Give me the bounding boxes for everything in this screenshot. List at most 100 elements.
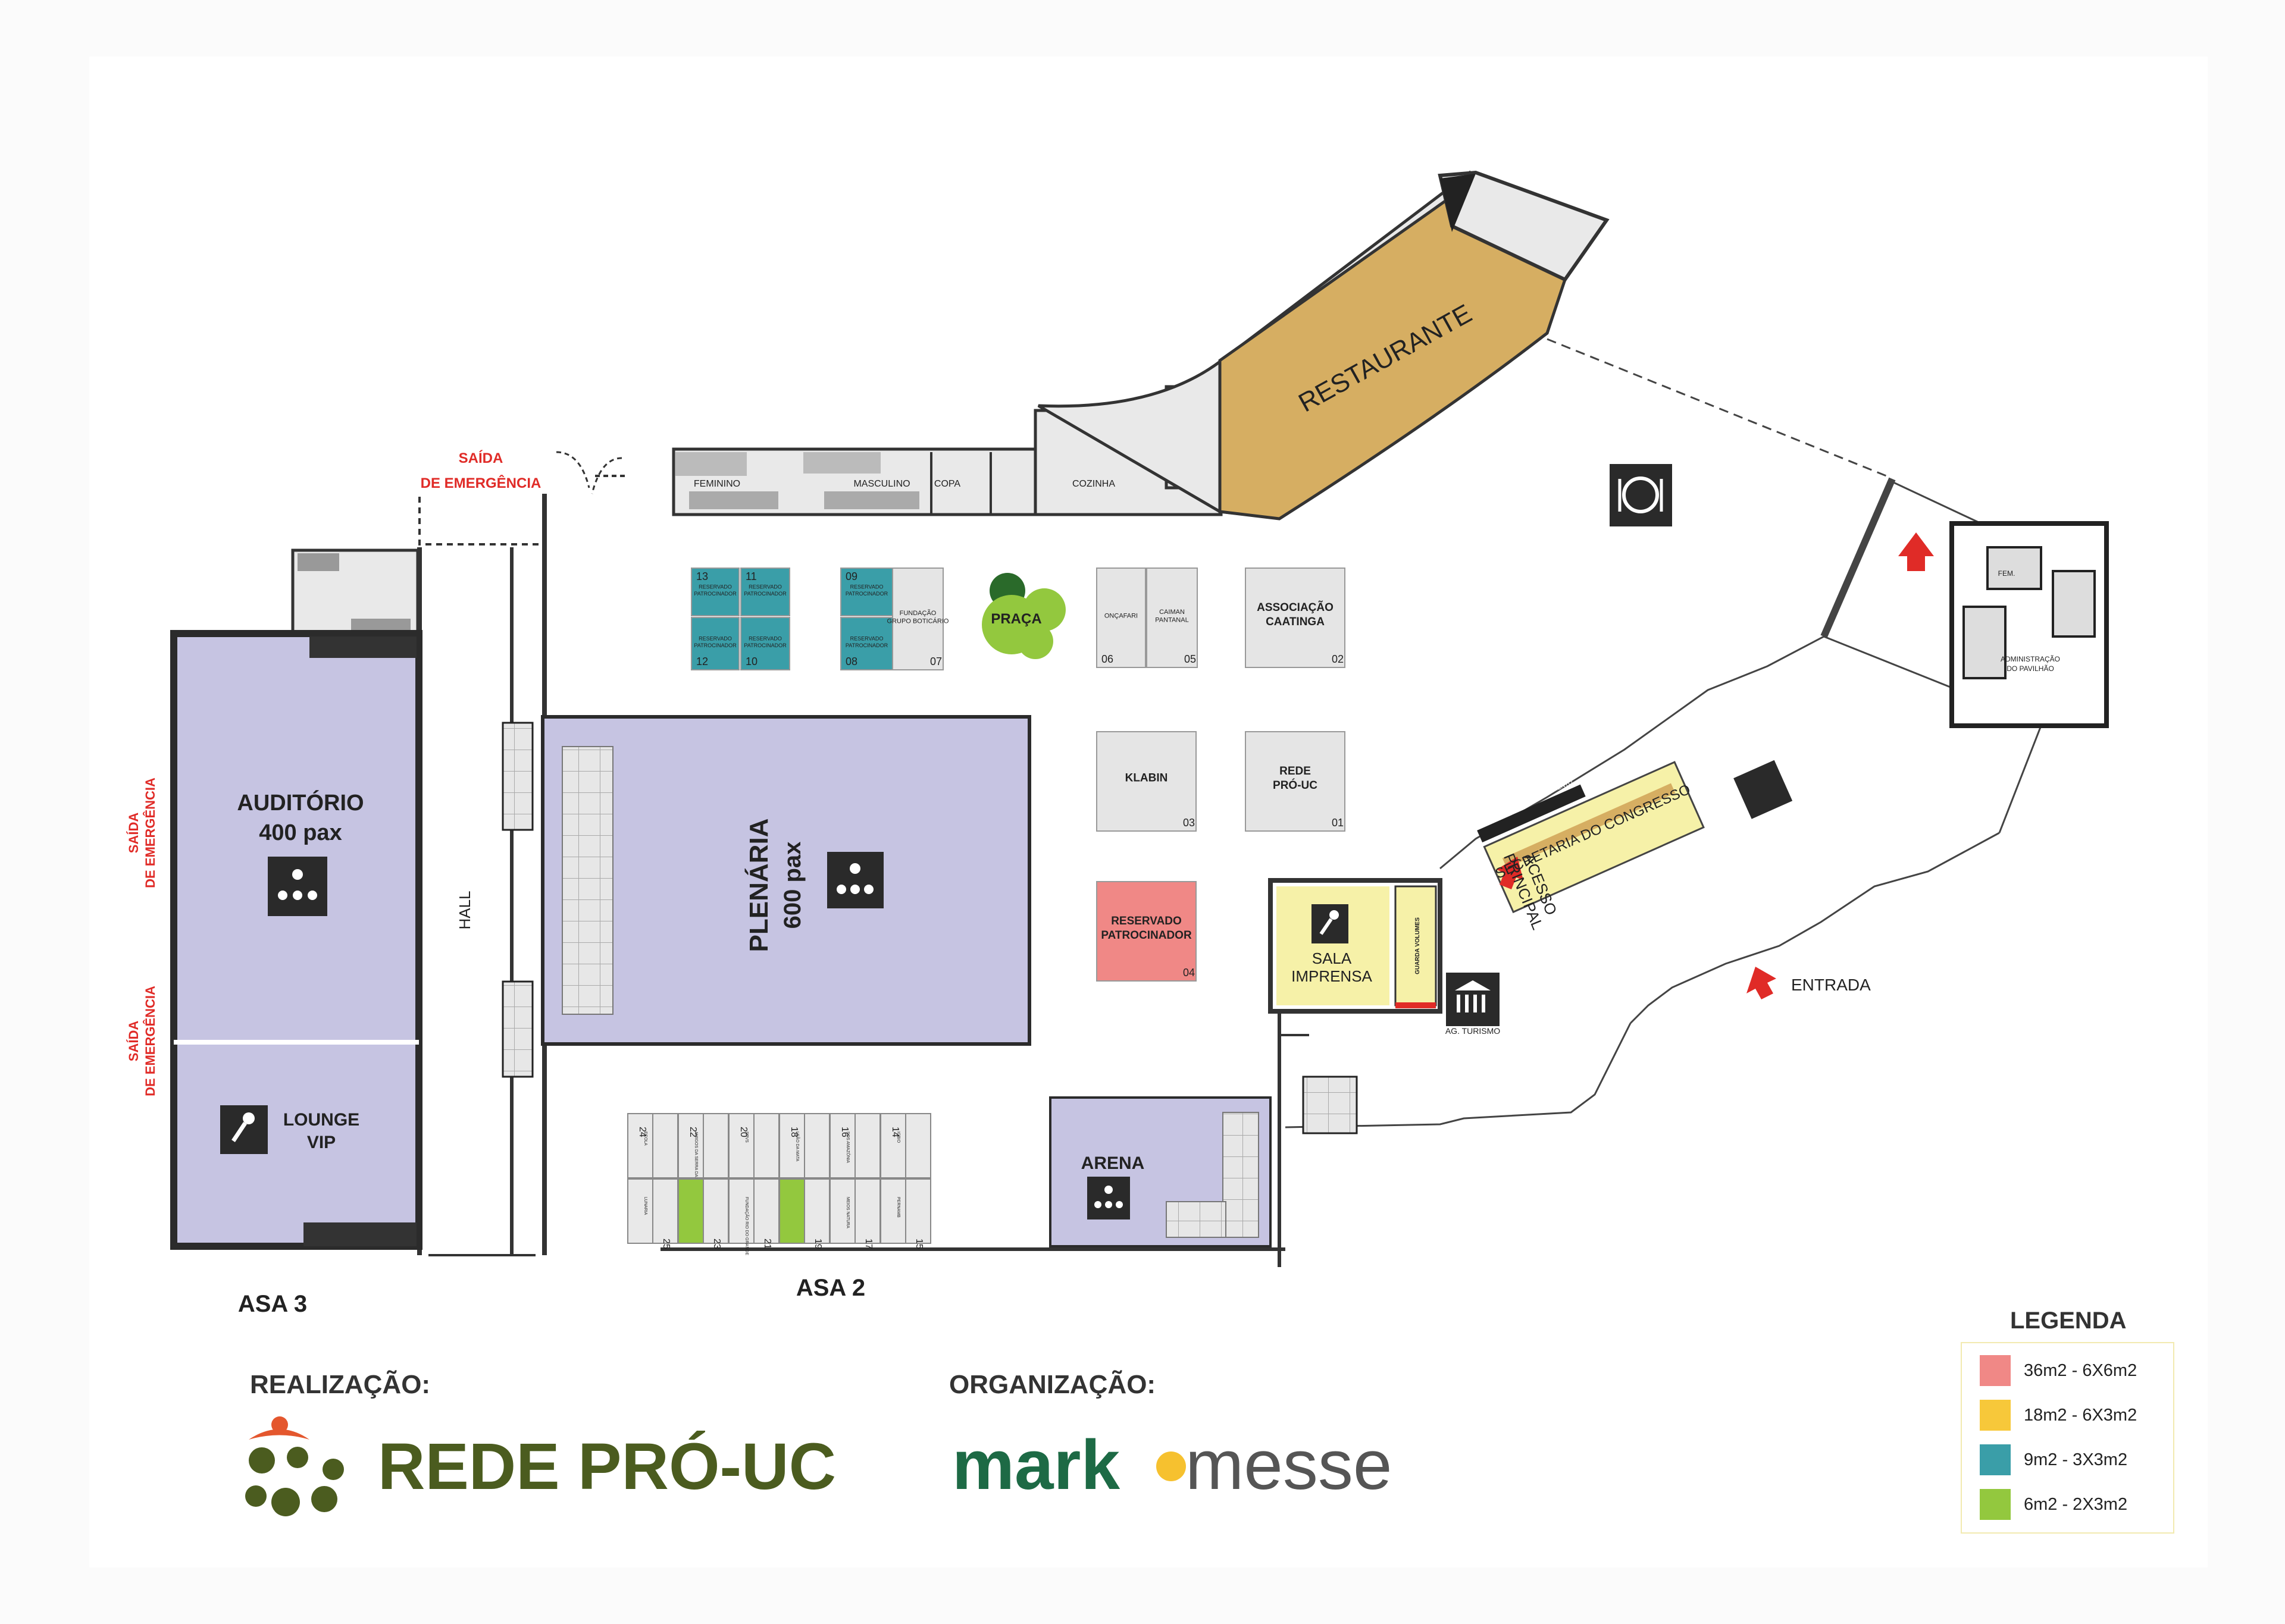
- left-toilets: [291, 548, 420, 635]
- wing-label: ASA 3: [238, 1291, 307, 1317]
- secretaria-icon: [1733, 760, 1793, 819]
- press-room-label: SALA: [1312, 949, 1352, 967]
- restaurant-icon: [1610, 464, 1672, 526]
- exit-label-top: SAÍDA: [459, 450, 503, 466]
- booth-number: 15: [914, 1239, 924, 1249]
- pavilion-outline: [1285, 338, 2109, 1128]
- booth-label: RESERVADO: [699, 636, 732, 642]
- booth-label: PATROCINADOR: [744, 642, 787, 648]
- small-booth-23[interactable]: 23: [678, 1178, 729, 1249]
- legend-item: 18m2 - 6X3m2: [1980, 1400, 2137, 1431]
- service-room-label: FEMININO: [694, 479, 740, 489]
- legend-swatch: [1980, 1400, 2011, 1431]
- booth-label: ONÇAFARI: [1104, 613, 1138, 620]
- booth-number: 12: [696, 656, 708, 667]
- legend-swatch: [1980, 1355, 2011, 1386]
- booth-06[interactable]: ONÇAFARI 06: [1096, 568, 1146, 668]
- booth-label: RESERVADO: [1111, 915, 1182, 927]
- booth-number: 11: [746, 570, 757, 582]
- booth-number: 23: [712, 1239, 722, 1249]
- booth-number: 04: [1183, 967, 1195, 979]
- service-room-label: COPA: [934, 479, 960, 489]
- booth-label: FUNDAÇÃO: [900, 609, 937, 617]
- booth-number: 16: [840, 1127, 850, 1137]
- booth-label: ECOLA: [643, 1131, 647, 1146]
- exit-label-left-lower: DE EMERGÊNCIA: [143, 986, 158, 1096]
- booth-label: SOS AMAZÔNIA: [846, 1131, 851, 1163]
- arrow-icon: [1898, 532, 1934, 571]
- auditorium-block: [170, 630, 422, 1250]
- fem-label: FEM.: [1998, 569, 2015, 578]
- rede-pro-uc-wordmark: REDE PRÓ-UC: [378, 1430, 836, 1503]
- booth-label: PATROCINADOR: [694, 642, 737, 648]
- auditorium-capacity: 400 pax: [259, 820, 342, 845]
- auditorium-name: AUDITÓRIO: [237, 789, 364, 816]
- entrance-arrows: [1497, 532, 1934, 999]
- booth-label: PATROCINADOR: [846, 642, 888, 648]
- booth-number: 08: [846, 656, 857, 667]
- booth-label: PRÓ-UC: [1273, 779, 1317, 792]
- legend-swatch: [1980, 1489, 2011, 1520]
- booth-label: FUNDAÇÃO RIO DO GRANDE: [744, 1197, 750, 1255]
- arena-people-icon: [1087, 1177, 1130, 1219]
- booth-label: LUNARIA: [643, 1197, 647, 1215]
- small-booth-19[interactable]: 19: [779, 1178, 830, 1249]
- exit-label-top: DE EMERGÊNCIA: [421, 475, 541, 491]
- legend-item: 6m2 - 2X3m2: [1980, 1489, 2127, 1520]
- booth-label: RESERVADO: [749, 636, 782, 642]
- booth-number: 19: [813, 1239, 823, 1249]
- booth-number: 01: [1332, 817, 1344, 829]
- auditorium-people-icon: [268, 857, 327, 916]
- organizacao-label: ORGANIZAÇÃO:: [949, 1369, 1156, 1399]
- praca[interactable]: [982, 573, 1066, 659]
- legend: 36m2 - 6X6m2 18m2 - 6X3m2 9m2 - 3X3m2 6m…: [1961, 1342, 2174, 1534]
- legend-label: 9m2 - 3X3m2: [2024, 1450, 2128, 1469]
- booth-number: 03: [1183, 817, 1195, 829]
- legend-swatch: [1980, 1444, 2011, 1475]
- entrance-label: ENTRADA: [1791, 976, 1871, 994]
- secretaria-block: [1477, 761, 1705, 914]
- plenary-capacity: 600 pax: [780, 842, 806, 929]
- service-room-label: MASCULINO: [853, 479, 910, 489]
- press-room-label: IMPRENSA: [1291, 967, 1372, 985]
- booths: RESERVADOPATROCINADOR13RESERVADOPATROCIN…: [691, 568, 1345, 982]
- administration-label: DO PAVILHÃO: [2007, 664, 2054, 673]
- realizacao-label: REALIZAÇÃO:: [250, 1369, 430, 1399]
- exit-label-left-upper: DE EMERGÊNCIA: [143, 777, 158, 888]
- booth-number: 06: [1101, 653, 1113, 665]
- hall-label: HALL: [456, 891, 474, 929]
- booth-label: AMIGOS DA SERRA DA ESTRELA: [694, 1131, 698, 1197]
- tourism-bank-icon: [1446, 973, 1500, 1026]
- rede-pro-uc-logo: [245, 1416, 344, 1516]
- lounge-label: VIP: [307, 1133, 336, 1152]
- arrow-icon: [1497, 857, 1523, 889]
- booth-label: RESERVADO: [699, 584, 732, 590]
- plenary-people-icon: [827, 852, 884, 908]
- press-room-block: [1268, 878, 1442, 1014]
- booth-label: PATROCINADOR: [846, 591, 888, 597]
- booth-number: 17: [863, 1239, 874, 1249]
